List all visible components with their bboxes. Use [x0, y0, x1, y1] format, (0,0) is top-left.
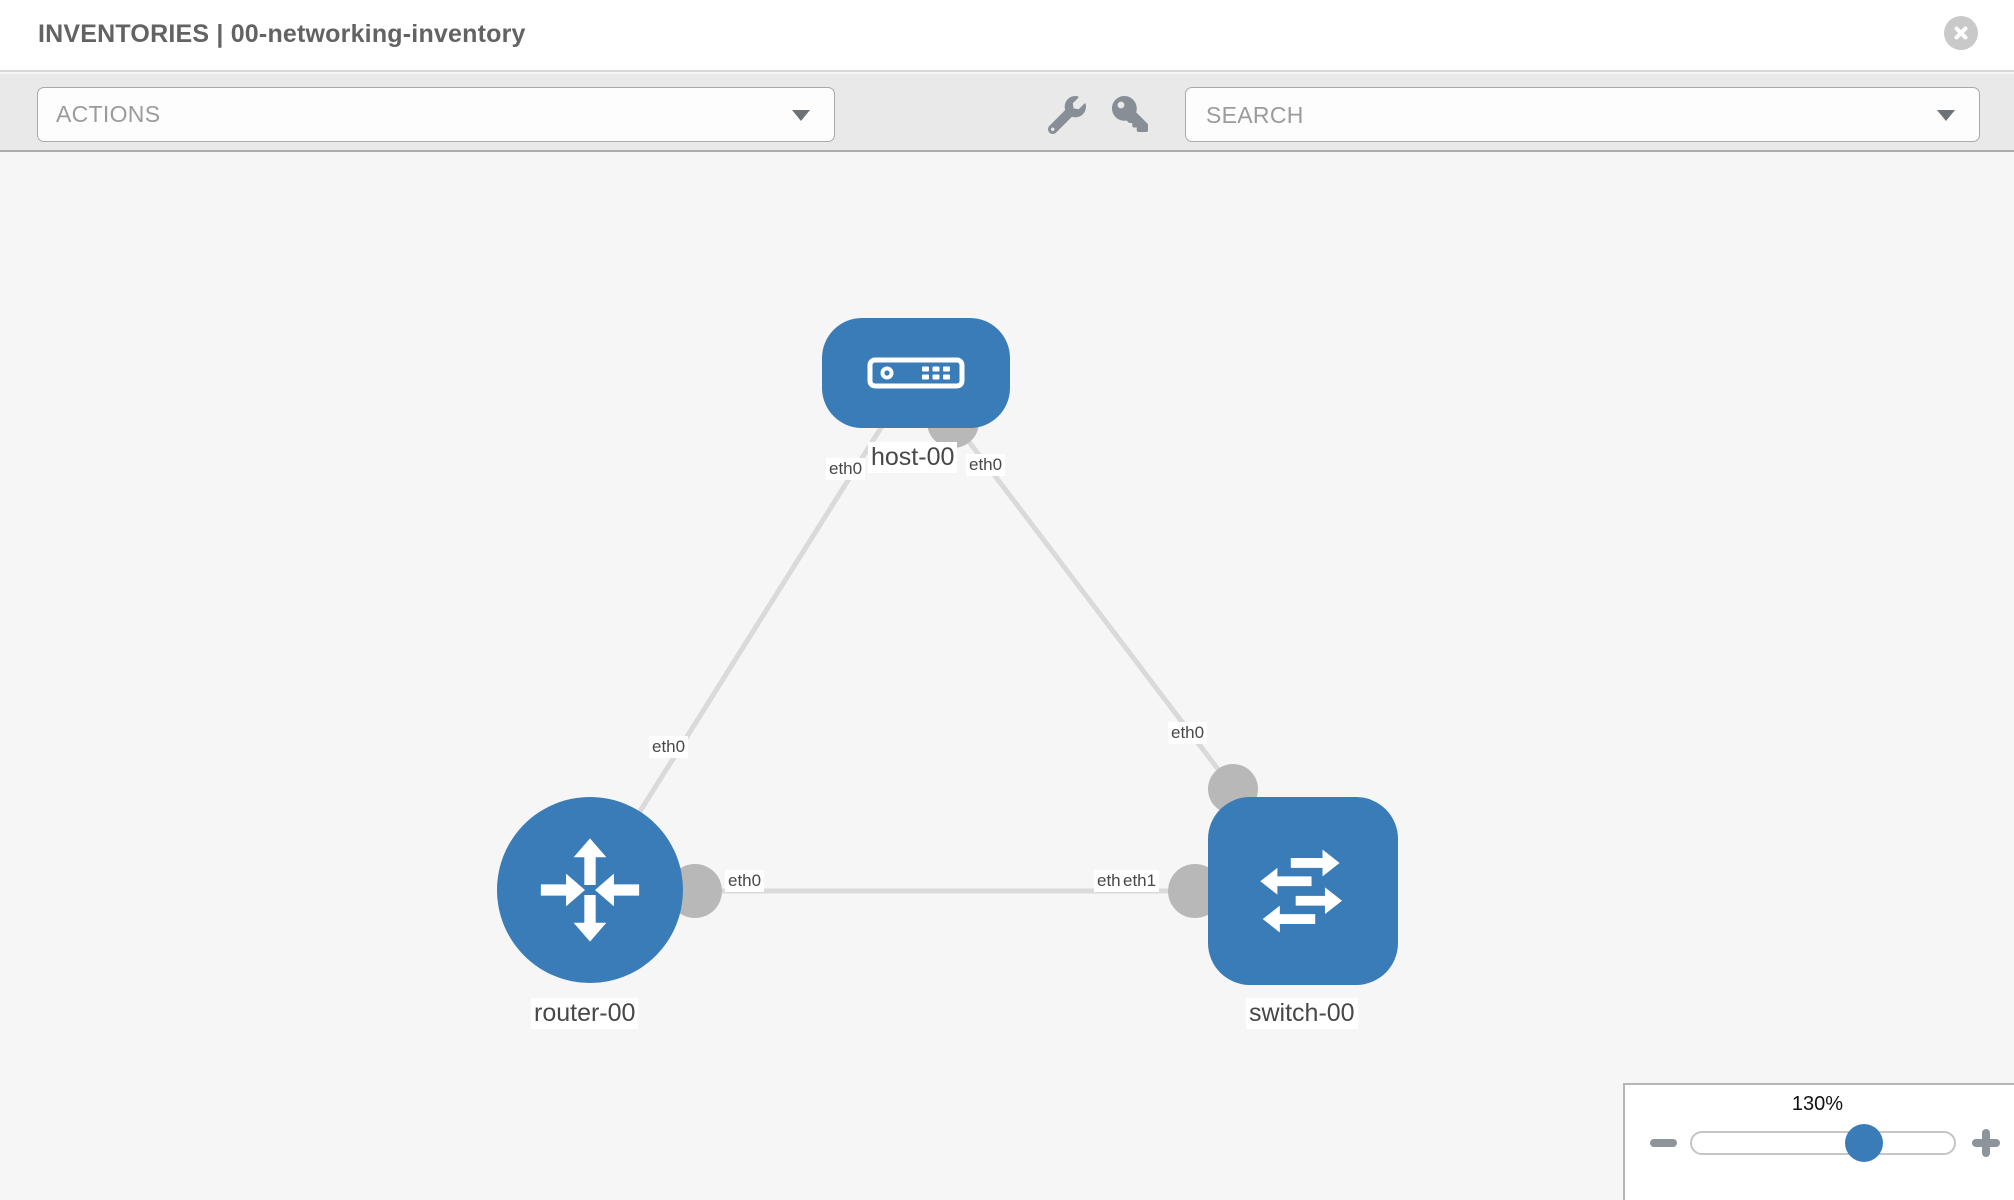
interface-label: eth0 — [966, 454, 1006, 476]
node-switch[interactable] — [1208, 797, 1398, 985]
key-icon — [1112, 96, 1148, 136]
actions-dropdown[interactable]: ACTIONS — [37, 87, 835, 142]
wrench-icon — [1047, 96, 1086, 138]
page-title: INVENTORIES | 00-networking-inventory — [38, 20, 526, 48]
interface-label: eth1 — [1120, 870, 1160, 892]
toolbar: ACTIONS — [0, 74, 2014, 152]
close-button[interactable] — [1944, 16, 1978, 50]
zoom-slider[interactable] — [1690, 1131, 1956, 1155]
close-icon — [1952, 24, 1970, 42]
interface-label: eth0 — [826, 458, 866, 480]
header: INVENTORIES | 00-networking-inventory — [0, 0, 2014, 72]
node-label-switch: switch-00 — [1246, 998, 1358, 1029]
host-icon — [867, 357, 965, 389]
node-router[interactable] — [497, 797, 683, 983]
zoom-in-button plus-icon[interactable] — [1972, 1129, 2000, 1157]
node-label-router: router-00 — [531, 998, 639, 1029]
wrench-button[interactable] — [1047, 96, 1086, 135]
router-icon — [527, 827, 653, 953]
topology-canvas[interactable]: host-00 router-00 switch-00 eth0 eth0 et… — [0, 152, 2014, 1200]
zoom-slider-thumb[interactable] — [1845, 1124, 1883, 1162]
zoom-out-button minus-icon[interactable] — [1650, 1139, 1677, 1147]
search-dropdown[interactable] — [1185, 87, 1980, 143]
actions-dropdown-label: ACTIONS — [56, 101, 161, 127]
chevron-down-icon — [792, 110, 810, 121]
zoom-level: 130% — [1791, 1093, 1844, 1115]
switch-icon — [1241, 830, 1365, 952]
node-host[interactable] — [822, 318, 1010, 428]
links-layer — [587, 370, 1270, 918]
zoom-panel: 130% — [1623, 1083, 2014, 1200]
key-button[interactable] — [1112, 96, 1150, 134]
interface-label: eth0 — [649, 736, 689, 758]
interface-label: eth0 — [725, 870, 765, 892]
interface-label: eth0 — [1168, 722, 1208, 744]
chevron-down-icon — [1937, 110, 1955, 121]
search-input[interactable] — [1204, 88, 1908, 143]
node-label-host: host-00 — [868, 442, 958, 473]
